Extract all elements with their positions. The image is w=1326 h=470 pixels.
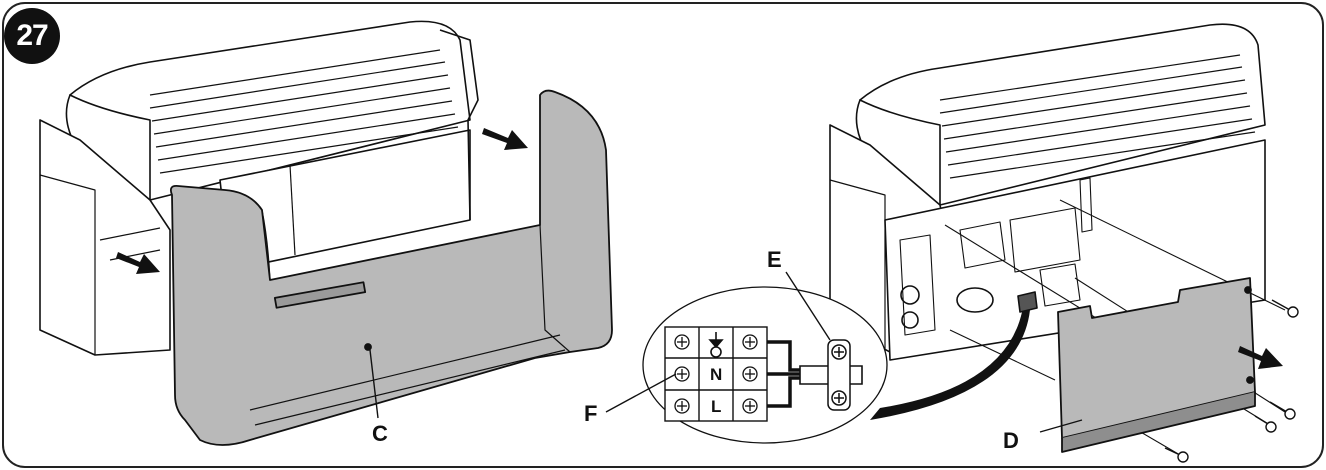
detail-connector [870,310,1030,420]
left-unit [39,20,479,356]
terminal-screw-icon [742,398,758,414]
screw-icon [1269,401,1296,420]
screw-icon [1164,447,1189,463]
leader-e [785,271,831,341]
panel-d-bottom-lip [1061,392,1256,453]
wiring-detail [605,271,1030,444]
panel-d-body [1057,277,1256,439]
label-f: F [584,401,598,426]
leader-d [1039,419,1083,433]
cover-c [169,89,613,446]
panel-d-hole [1246,376,1254,384]
cover-c-body [169,89,613,446]
label-c: C [372,421,388,446]
earth-symbol-icon [708,332,724,358]
panel-d [1057,277,1256,453]
screws [1164,299,1299,463]
arrows-left [116,128,528,274]
terminal-screw-icon [674,366,690,382]
cover-c-slot [273,281,367,309]
cable-clamp-e [827,339,851,411]
arrow-icon [1238,346,1283,369]
leader-c [369,349,379,419]
arrow-icon [116,252,160,274]
terminal-screw-icon [742,334,758,350]
arrow-icon [482,128,528,150]
right-capacitor [901,311,919,329]
cover-c-bottom-lip [249,334,566,426]
right-chassis-detail [829,179,886,350]
left-chassis [39,119,171,356]
screw-icon [1254,415,1277,433]
right-capacitor [900,285,920,305]
cover-c-marker [364,343,372,351]
right-board-components [899,177,1093,336]
terminal-n-label: N [710,365,723,384]
left-housing-ribs [149,49,459,174]
right-motor-cylinder [956,287,994,313]
leader-f [605,373,677,413]
terminal-screw-icon [674,398,690,414]
panel-d-hole [1244,286,1252,294]
cover-c-inner-edge [261,209,571,353]
terminal-l-label: L [711,397,722,416]
screw-icon [1271,299,1299,318]
terminal-screw-icon [674,334,690,350]
figure-number-badge: 27 [4,8,60,64]
right-terminal-block [1017,291,1038,313]
terminal-screws [674,334,758,414]
terminal-screw-icon [742,366,758,382]
wires [767,340,800,408]
label-d: D [1003,428,1019,453]
label-e: E [767,247,782,272]
left-back-plate-seam [289,164,296,256]
right-housing-ribs [939,54,1256,179]
left-bracket [439,29,479,221]
